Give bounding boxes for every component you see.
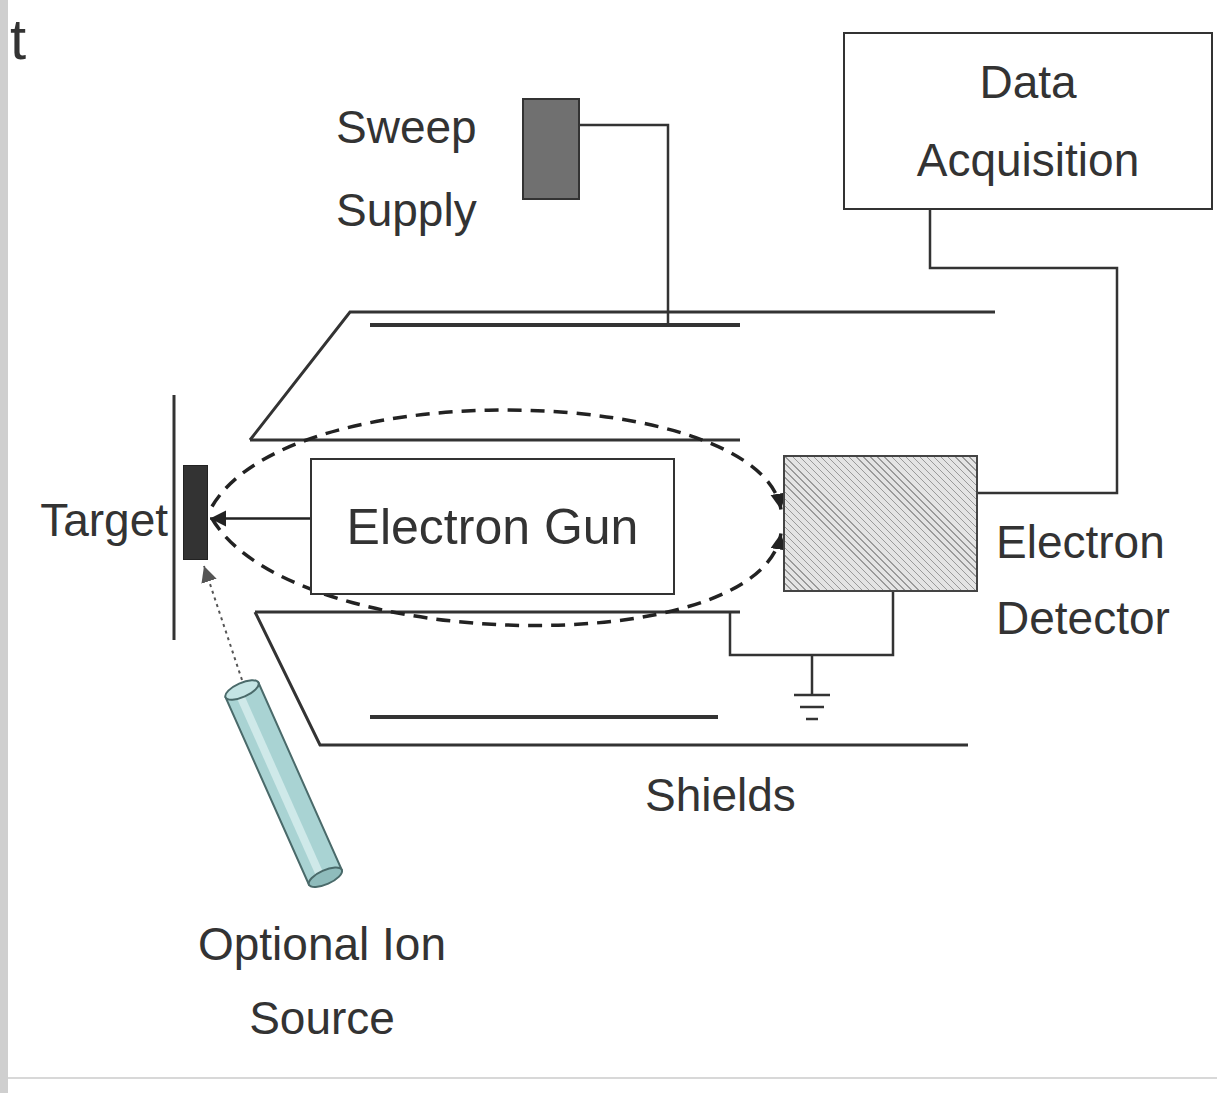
cylinder-cap [306, 864, 345, 891]
shield-outline [250, 312, 995, 440]
electron-gun-box: Electron Gun [310, 458, 675, 595]
ground-symbol [806, 718, 818, 721]
target-mount [173, 395, 176, 640]
cylinder-body [223, 676, 345, 891]
ground-wire [730, 592, 893, 655]
page-edge [8, 1077, 1217, 1079]
cylinder-side [226, 683, 342, 885]
ground-symbol [794, 694, 830, 697]
ion-source-cylinder [222, 678, 342, 898]
signal-wire [930, 210, 1117, 493]
gun-housing [250, 439, 740, 442]
cylinder-shine [236, 694, 323, 876]
data-acquisition-box: Data Acquisition [843, 32, 1213, 210]
deflector-plate [370, 323, 740, 327]
electron-detector-box: Electron Detector [783, 455, 978, 592]
sweep-supply-box: Sweep Supply [522, 98, 580, 200]
gun-housing [255, 611, 740, 614]
ion-source: Optional Ion Source [222, 678, 342, 898]
node-label: Target [40, 484, 168, 558]
node-label: Electron Detector [996, 505, 1196, 657]
node-label: Sweep Supply [336, 86, 516, 252]
deflector-plate [370, 715, 718, 719]
node-label: Electron Gun [347, 487, 639, 567]
node-label: Data Acquisition [878, 43, 1178, 199]
cylinder-cap [223, 676, 262, 703]
shield-outline [255, 612, 968, 745]
beam-arrow [210, 517, 310, 520]
ground-symbol [811, 655, 814, 695]
sweep-wire [580, 125, 668, 325]
target-plate: Target [183, 465, 208, 560]
page-edge [0, 0, 8, 1093]
shields-label: Shields [645, 768, 796, 823]
ion-beam-arrow [204, 566, 242, 680]
ground-symbol [800, 706, 824, 709]
cropped-letter: t [10, 4, 26, 74]
node-label: Optional Ion Source [177, 908, 467, 1055]
